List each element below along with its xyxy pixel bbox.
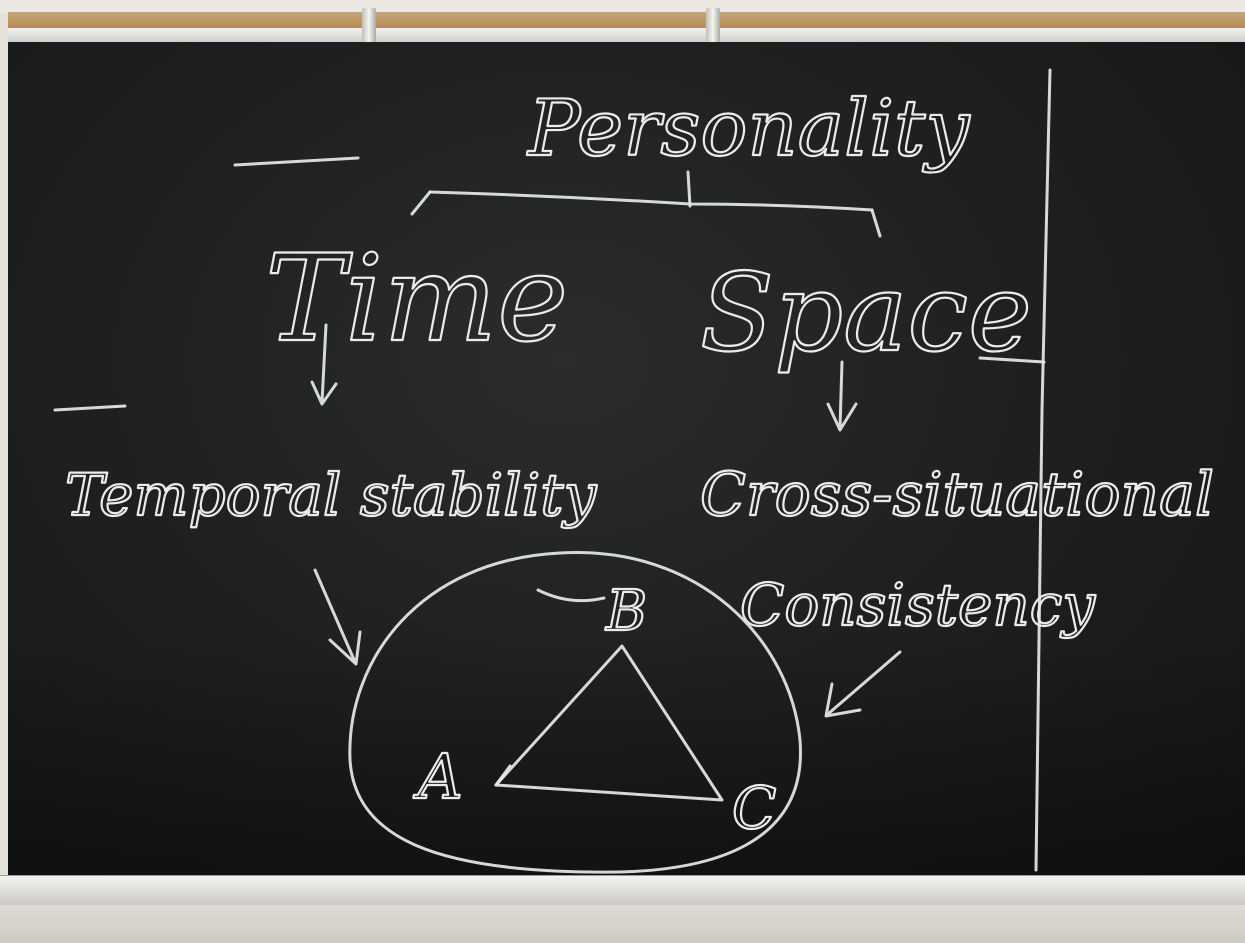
concept-cross-situational: Cross-situational (700, 460, 1214, 530)
abc-triangle (494, 644, 724, 802)
triangle-a-tick (494, 764, 512, 787)
bracket-bar (428, 190, 874, 212)
map-clip-right (706, 8, 720, 44)
space-connector-line (978, 356, 1046, 364)
map-clip-left (362, 8, 376, 44)
arrow-consistency-to-circle (824, 650, 902, 718)
temporal-crossbar (53, 404, 127, 412)
person-circle (348, 551, 802, 874)
arrow-time-down (310, 323, 338, 406)
arrow-temporal-to-circle (313, 568, 362, 666)
vertex-c-label: C (732, 774, 776, 842)
board-divider-line (1034, 68, 1052, 872)
map-rail (8, 28, 1245, 42)
concept-temporal-stability: Temporal stability (65, 461, 598, 529)
time-crossbar (233, 156, 360, 167)
branch-time: Time (265, 230, 568, 369)
chalk-ledge (0, 875, 1245, 906)
arrow-stability-to-b (536, 588, 606, 603)
vertex-b-label: B (605, 579, 647, 644)
arrow-space-down (826, 360, 858, 432)
branch-space: Space (700, 251, 1032, 376)
wall (0, 0, 1245, 14)
bracket-left-tick (410, 190, 432, 216)
concept-consistency: Consistency (740, 571, 1096, 639)
heading-personality: Personality (526, 84, 970, 174)
bracket-stem (686, 170, 692, 208)
vertex-a-label: A (413, 740, 463, 813)
lower-wall (0, 905, 1245, 943)
bracket-right-tick (870, 208, 882, 238)
